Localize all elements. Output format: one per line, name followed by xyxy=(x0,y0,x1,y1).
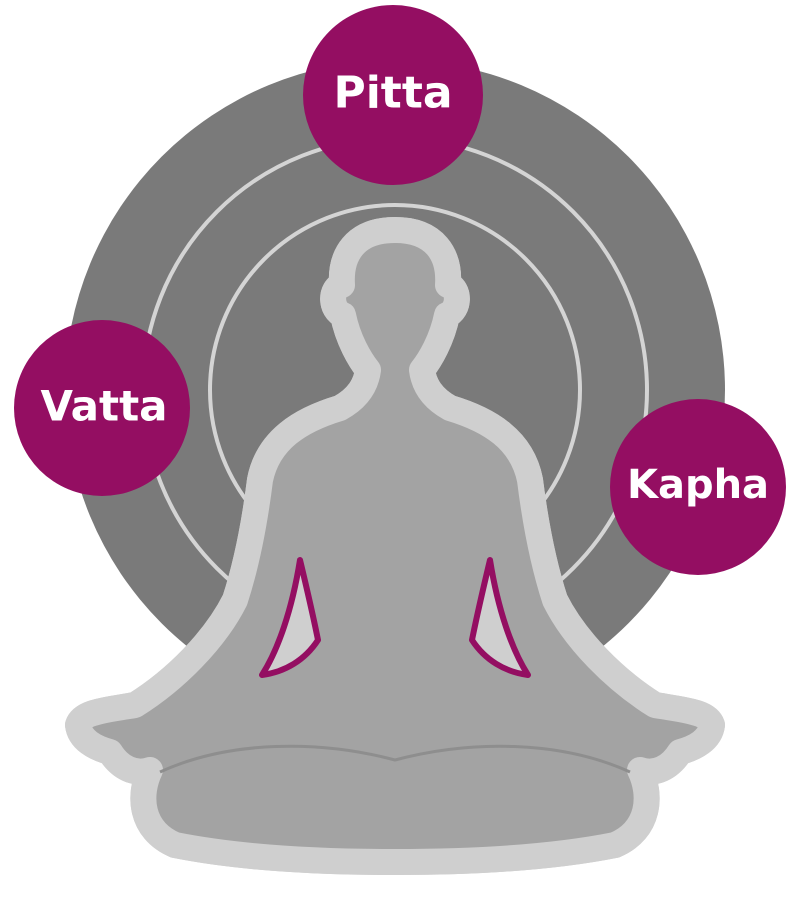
dosha-kapha-label: Kapha xyxy=(627,462,769,508)
dosha-vatta-circle xyxy=(14,320,190,496)
dosha-pitta: Pitta xyxy=(303,5,483,185)
dosha-pitta-label: Pitta xyxy=(333,68,452,119)
legs-fold-line xyxy=(159,744,631,774)
dosha-kapha-circle xyxy=(610,399,786,575)
dosha-kapha: Kapha xyxy=(610,399,786,575)
dosha-pitta-circle xyxy=(303,5,483,185)
meditating-figure xyxy=(65,217,725,875)
left-arm-gap xyxy=(259,557,321,678)
dosha-vatta-label: Vatta xyxy=(40,382,167,431)
right-arm-gap xyxy=(469,557,531,678)
dosha-vatta: Vatta xyxy=(14,320,190,496)
